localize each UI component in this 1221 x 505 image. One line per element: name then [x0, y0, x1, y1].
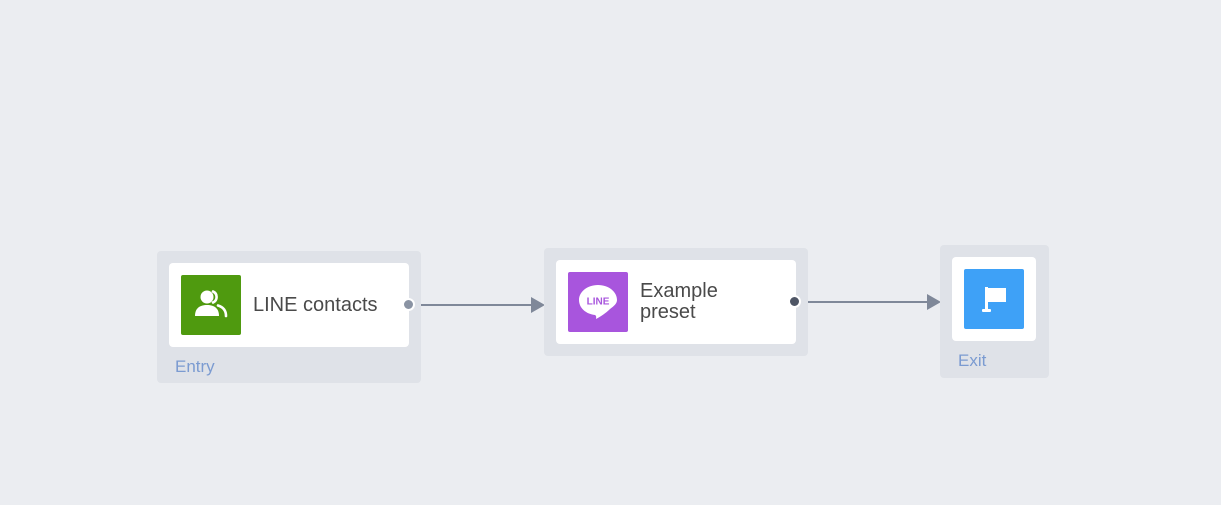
- flag-icon: [964, 269, 1024, 329]
- line-logo-icon: LINE: [568, 272, 628, 332]
- edge-preset-to-exit[interactable]: [801, 294, 941, 310]
- line-logo-text: LINE: [587, 297, 610, 308]
- preset-block[interactable]: LINE Example preset: [544, 248, 808, 356]
- entry-caption: Entry: [175, 357, 215, 376]
- exit-block[interactable]: Exit: [940, 245, 1049, 378]
- preset-label-line2: preset: [640, 301, 696, 323]
- entry-output-connector[interactable]: [402, 298, 415, 311]
- contacts-icon: [181, 275, 241, 335]
- preset-label-line1: Example: [640, 280, 718, 302]
- entry-node-card[interactable]: LINE contacts: [169, 263, 409, 347]
- edge-entry-to-preset[interactable]: [415, 297, 545, 313]
- exit-node-card[interactable]: [952, 257, 1036, 341]
- entry-block[interactable]: LINE contacts Entry: [157, 251, 421, 383]
- entry-node-label: LINE contacts: [253, 293, 378, 316]
- preset-output-connector[interactable]: [788, 295, 801, 308]
- preset-node-card[interactable]: LINE Example preset: [556, 260, 796, 344]
- exit-caption: Exit: [958, 351, 987, 370]
- preset-node-label: Example preset: [640, 281, 718, 323]
